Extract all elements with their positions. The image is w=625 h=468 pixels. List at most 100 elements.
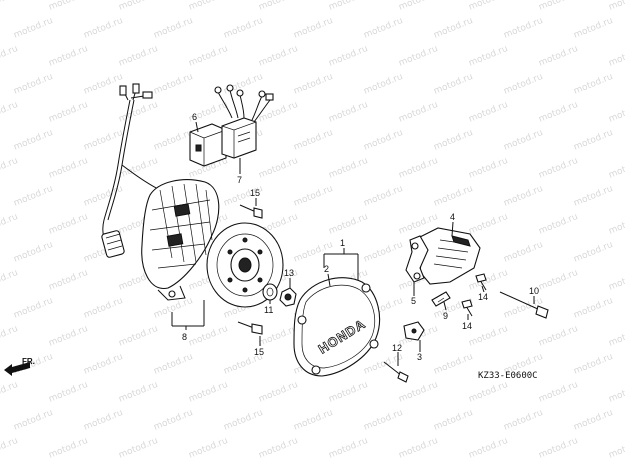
- bolt-10: [499, 291, 549, 319]
- callout-6: 6: [192, 112, 197, 122]
- cdi-unit: [189, 123, 227, 167]
- sprocket-cover: [417, 227, 481, 285]
- callout-9: 9: [443, 311, 448, 321]
- watermark-text: motod.ru: [117, 44, 159, 69]
- watermark-text: motod.ru: [607, 212, 625, 237]
- watermark-text: motod.ru: [502, 128, 544, 153]
- stator-assembly: [141, 179, 220, 301]
- watermark-text: motod.ru: [0, 212, 19, 237]
- bolt-upper: [239, 204, 263, 219]
- watermark-text: motod.ru: [0, 156, 19, 181]
- watermark-text: motod.ru: [537, 436, 579, 461]
- callout-12: 12: [392, 343, 402, 353]
- flywheel: [206, 222, 284, 308]
- watermark-text: motod.ru: [152, 16, 194, 41]
- callout-labels: 1 2 3 4 5 6 7 8 9 10 11 12 13 14 14 15 1…: [182, 112, 539, 362]
- watermark-text: motod.ru: [537, 100, 579, 125]
- watermark-text: motod.ru: [292, 408, 334, 433]
- watermark-text: motod.ru: [397, 100, 439, 125]
- watermark-text: motod.ru: [502, 72, 544, 97]
- watermark-text: motod.ru: [397, 0, 439, 13]
- watermark-text: motod.ru: [12, 184, 54, 209]
- watermark-text: motod.ru: [47, 212, 89, 237]
- watermark-text: motod.ru: [327, 212, 369, 237]
- watermark-text: motod.ru: [607, 100, 625, 125]
- watermark-text: motod.ru: [362, 72, 404, 97]
- watermark-text: motod.ru: [257, 380, 299, 405]
- watermark-text: motod.ru: [0, 436, 19, 461]
- watermark-text: motod.ru: [12, 72, 54, 97]
- watermark-text: motod.ru: [327, 100, 369, 125]
- watermark-text: motod.ru: [82, 128, 124, 153]
- watermark-text: motod.ru: [572, 296, 614, 321]
- watermark-text: motod.ru: [327, 44, 369, 69]
- callout-3: 3: [417, 352, 422, 362]
- watermark-text: motod.ru: [47, 268, 89, 293]
- watermark-text: motod.ru: [467, 380, 509, 405]
- watermark-text: motod.ru: [327, 0, 369, 13]
- watermark-text: motod.ru: [572, 184, 614, 209]
- callout-8: 8: [182, 332, 187, 342]
- callout-15-lower: 15: [254, 347, 264, 357]
- watermark-text: motod.ru: [467, 268, 509, 293]
- watermark-text: motod.ru: [607, 436, 625, 461]
- watermark-text: motod.ru: [117, 0, 159, 13]
- watermark-text: motod.ru: [117, 380, 159, 405]
- watermark-text: motod.ru: [187, 0, 229, 13]
- front-direction-indicator: FR.: [4, 357, 35, 376]
- watermark-text: motod.ru: [537, 380, 579, 405]
- callout-2: 2: [324, 264, 329, 274]
- callout-4: 4: [450, 212, 455, 222]
- watermark-text: motod.ru: [82, 72, 124, 97]
- watermark-text: motod.ru: [467, 44, 509, 69]
- wire-harness: [101, 83, 161, 258]
- front-arrow-icon: [4, 362, 30, 376]
- watermark-text: motod.ru: [257, 436, 299, 461]
- watermark-text: motod.ru: [502, 240, 544, 265]
- crankcase-cover: HONDA: [293, 277, 381, 377]
- watermark-text: motod.ru: [467, 0, 509, 13]
- watermark-text: motod.ru: [257, 324, 299, 349]
- screw-14-upper: [475, 273, 487, 291]
- watermark-text: motod.ru: [47, 44, 89, 69]
- watermark-text: motod.ru: [572, 408, 614, 433]
- watermark-text: motod.ru: [537, 0, 579, 13]
- watermark-text: motod.ru: [292, 16, 334, 41]
- watermark-text: motod.ru: [397, 436, 439, 461]
- watermark-text: motod.ru: [117, 100, 159, 125]
- watermark-text: motod.ru: [117, 436, 159, 461]
- watermark-text: motod.ru: [572, 16, 614, 41]
- callout-11: 11: [264, 305, 273, 315]
- washer: [262, 283, 278, 301]
- watermark-text: motod.ru: [82, 16, 124, 41]
- watermark-text: motod.ru: [222, 408, 264, 433]
- watermark-text: motod.ru: [47, 0, 89, 13]
- watermark-text: motod.ru: [362, 240, 404, 265]
- watermark-text: motod.ru: [572, 352, 614, 377]
- watermark-text: motod.ru: [327, 380, 369, 405]
- watermark-text: motod.ru: [467, 100, 509, 125]
- watermark-text: motod.ru: [12, 408, 54, 433]
- watermark-text: motod.ru: [12, 16, 54, 41]
- bolt-lower: [237, 321, 263, 335]
- watermark-text: motod.ru: [607, 0, 625, 13]
- long-bolt-12: [383, 361, 409, 383]
- diagram-code: KZ33-E0600C: [478, 371, 538, 381]
- watermark-text: motod.ru: [187, 380, 229, 405]
- watermark-text: motod.ru: [292, 128, 334, 153]
- watermark-text: motod.ru: [152, 72, 194, 97]
- watermark-text: motod.ru: [432, 352, 474, 377]
- watermark-text: motod.ru: [82, 352, 124, 377]
- watermark-text: motod.ru: [537, 324, 579, 349]
- watermark-text: motod.ru: [502, 408, 544, 433]
- watermark-text: motod.ru: [257, 156, 299, 181]
- watermark-text: motod.ru: [537, 212, 579, 237]
- watermark-text: motod.ru: [0, 380, 19, 405]
- watermark-text: motod.ru: [0, 268, 19, 293]
- watermark-text: motod.ru: [152, 352, 194, 377]
- watermark-text: motod.ru: [222, 16, 264, 41]
- watermark-text: motod.ru: [362, 408, 404, 433]
